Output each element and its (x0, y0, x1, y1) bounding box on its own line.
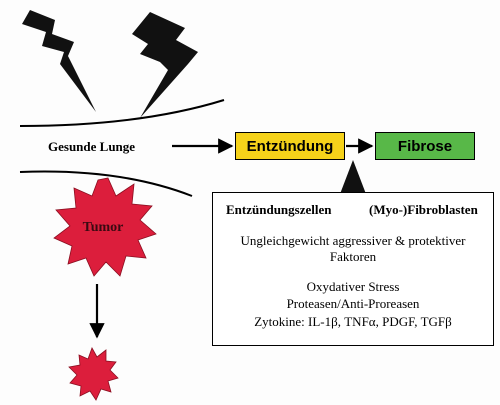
lung-label: Gesunde Lunge (48, 139, 136, 154)
small-tumor-star-icon (68, 347, 119, 401)
heading-fibroblasts: (Myo-)Fibroblasten (369, 202, 478, 217)
info-pointer (340, 160, 366, 194)
lightning-bolt-icon (22, 10, 96, 112)
tumor-star-icon (53, 177, 157, 277)
imbalance-line-1: Ungleichgewicht aggressiver & protektive… (240, 233, 466, 248)
fibrosis-box: Fibrose (375, 132, 475, 160)
heading-inflammatory-cells: Entzündungszellen (226, 202, 332, 217)
oxidative-stress-line: Oxydativer Stress (306, 279, 400, 294)
inflammation-box: Entzündung (235, 132, 345, 160)
lung-upper-outline (19, 99, 225, 127)
tumor-label: Tumor (82, 220, 124, 235)
cytokines-line: Zytokine: IL-1β, TNFα, PDGF, TGFβ (254, 314, 452, 329)
imbalance-line-2: Faktoren (329, 249, 377, 264)
details-box: Entzündungszellen (Myo-)Fibroblasten Ung… (212, 192, 494, 346)
lightning-bolt-icon (132, 12, 198, 118)
proteases-line: Proteasen/Anti-Proreasen (286, 296, 420, 311)
lung-lower-outline (19, 170, 193, 197)
